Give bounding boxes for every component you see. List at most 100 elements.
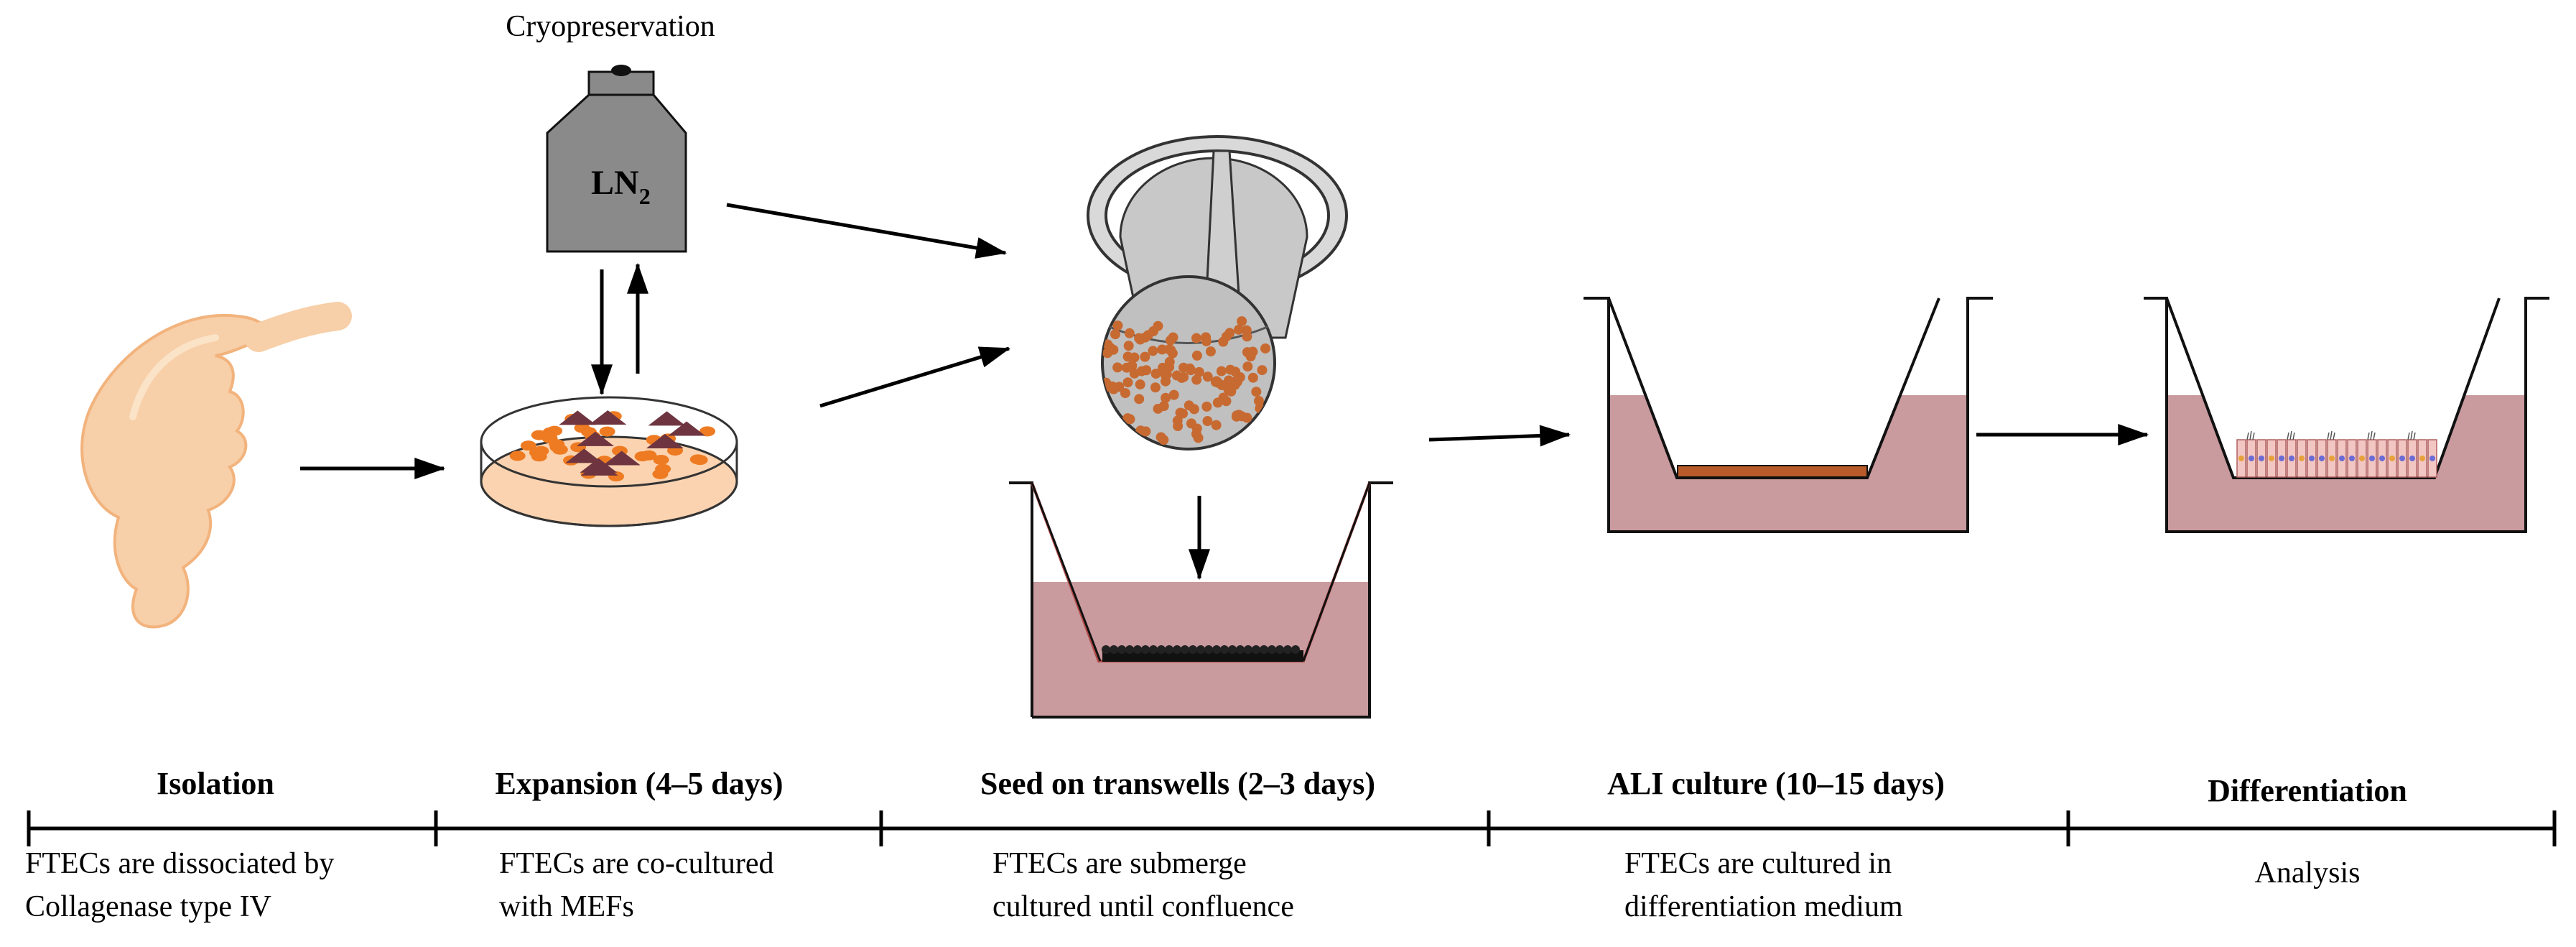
seed-dot bbox=[1242, 331, 1252, 342]
seed-dot bbox=[1212, 397, 1223, 408]
cilia bbox=[2246, 430, 2255, 440]
seeded-cell bbox=[1283, 645, 1292, 654]
seeded-cell bbox=[1173, 645, 1181, 654]
mef-cell bbox=[668, 421, 706, 436]
stage-title-expansion: Expansion (4–5 days) bbox=[495, 766, 783, 801]
mef-cell bbox=[603, 451, 641, 466]
seed-dot bbox=[1167, 348, 1178, 359]
cell-nucleus bbox=[2329, 456, 2335, 461]
cell-nucleus bbox=[2429, 456, 2435, 461]
seed-dot bbox=[1135, 379, 1145, 390]
seed-dot bbox=[1173, 421, 1184, 432]
stage-desc-differentiation-line1: Analysis bbox=[2255, 856, 2361, 890]
mef-cell bbox=[589, 410, 627, 425]
cell-nucleus bbox=[2309, 456, 2315, 461]
seeded-cell bbox=[1220, 645, 1229, 654]
dish-cell bbox=[574, 422, 590, 433]
cell-nucleus bbox=[2339, 456, 2345, 461]
dish-cell bbox=[547, 425, 563, 436]
cell-nucleus bbox=[2279, 456, 2284, 461]
seed-dot bbox=[1148, 326, 1158, 337]
seed-dot bbox=[1237, 316, 1247, 327]
seed-dot bbox=[1226, 386, 1237, 397]
seed-dot bbox=[1102, 348, 1113, 359]
cell-nucleus bbox=[2269, 456, 2274, 461]
seeded-cell bbox=[1125, 645, 1134, 654]
seed-dot bbox=[1216, 366, 1227, 377]
seed-dot bbox=[1224, 375, 1234, 386]
transwell-insert-icon bbox=[1087, 135, 1348, 451]
seeded-cell bbox=[1133, 645, 1142, 654]
mef-cell bbox=[648, 411, 686, 426]
seeded-cell bbox=[1157, 645, 1166, 654]
seeded-cell bbox=[1228, 645, 1237, 654]
dish-cell bbox=[509, 451, 526, 461]
seed-dot bbox=[1186, 365, 1196, 376]
cell-nucleus bbox=[2299, 456, 2305, 461]
mef-cell bbox=[646, 434, 684, 449]
dish-cell bbox=[599, 426, 615, 437]
seed-dot bbox=[1123, 341, 1134, 351]
dish-cell bbox=[699, 426, 716, 437]
mef-cell bbox=[565, 448, 603, 463]
dish-cell bbox=[533, 445, 549, 456]
seeded-cell bbox=[1291, 645, 1300, 654]
stage-desc-seed-line2: cultured until confluence bbox=[992, 890, 1294, 923]
stage-title-differentiation: Differentiation bbox=[2208, 773, 2407, 808]
seed-dot bbox=[1211, 420, 1222, 430]
seed-dot bbox=[1158, 362, 1168, 373]
dish-cell bbox=[549, 442, 566, 453]
seeded-cell bbox=[1260, 645, 1268, 654]
seed-dot bbox=[1161, 392, 1171, 403]
arrow-ln2-to-insert bbox=[726, 203, 1008, 259]
seed-dot bbox=[1136, 366, 1147, 377]
fallopian-tube-icon bbox=[80, 302, 352, 629]
seed-dot bbox=[1110, 329, 1120, 340]
seed-dot bbox=[1242, 361, 1253, 372]
mef-cell bbox=[559, 410, 597, 425]
stage-desc-isolation-line1: FTECs are dissociated by bbox=[25, 847, 334, 880]
stage-desc-expansion-line2: with MEFs bbox=[499, 890, 634, 923]
seed-dot bbox=[1191, 374, 1202, 385]
ln2-subscript: 2 bbox=[639, 183, 651, 209]
seed-dot bbox=[1140, 351, 1150, 362]
arrow-seed-to-ali bbox=[1428, 425, 1571, 447]
ln2-container: LN2 bbox=[546, 65, 687, 253]
seed-dot bbox=[1191, 333, 1201, 343]
transwell-differentiated bbox=[2144, 297, 2549, 533]
seeded-cell bbox=[1212, 645, 1221, 654]
seeded-cell bbox=[1141, 645, 1150, 654]
seed-dot bbox=[1125, 414, 1135, 425]
seed-dot bbox=[1225, 364, 1236, 375]
seed-dot bbox=[1186, 418, 1196, 429]
seed-dot bbox=[1150, 382, 1161, 393]
cell-nucleus bbox=[2359, 456, 2365, 461]
seed-dot bbox=[1121, 362, 1132, 373]
seed-dot bbox=[1253, 396, 1264, 407]
seeded-cell bbox=[1117, 645, 1126, 654]
seed-dot bbox=[1202, 416, 1213, 427]
mef-cell bbox=[576, 431, 614, 446]
dish-cell bbox=[692, 455, 708, 466]
stage-title-isolation: Isolation bbox=[157, 766, 274, 801]
seed-dot bbox=[1175, 407, 1186, 418]
stage-desc-ali-line2: differentiation medium bbox=[1624, 890, 1903, 923]
seeded-cell bbox=[1275, 645, 1284, 654]
stage-title-seed: Seed on transwells (2–3 days) bbox=[980, 766, 1375, 801]
stage-title-ali: ALI culture (10–15 days) bbox=[1607, 766, 1945, 801]
cell-nucleus bbox=[2289, 456, 2294, 461]
seeded-cell bbox=[1165, 645, 1173, 654]
stage-desc-seed-line1: FTECs are submerge bbox=[992, 847, 1247, 880]
cilia bbox=[2367, 430, 2376, 440]
seeded-cell bbox=[1189, 645, 1197, 654]
seeded-cell bbox=[1236, 645, 1245, 654]
seeded-cell bbox=[1181, 645, 1189, 654]
petri-dish bbox=[480, 396, 738, 527]
cell-nucleus bbox=[2409, 456, 2415, 461]
seed-dot bbox=[1201, 401, 1212, 412]
cilia bbox=[2327, 430, 2335, 440]
seed-dot bbox=[1205, 346, 1216, 357]
seed-dot bbox=[1120, 388, 1130, 399]
seed-dot bbox=[1260, 343, 1271, 354]
seed-dot bbox=[1150, 369, 1161, 379]
